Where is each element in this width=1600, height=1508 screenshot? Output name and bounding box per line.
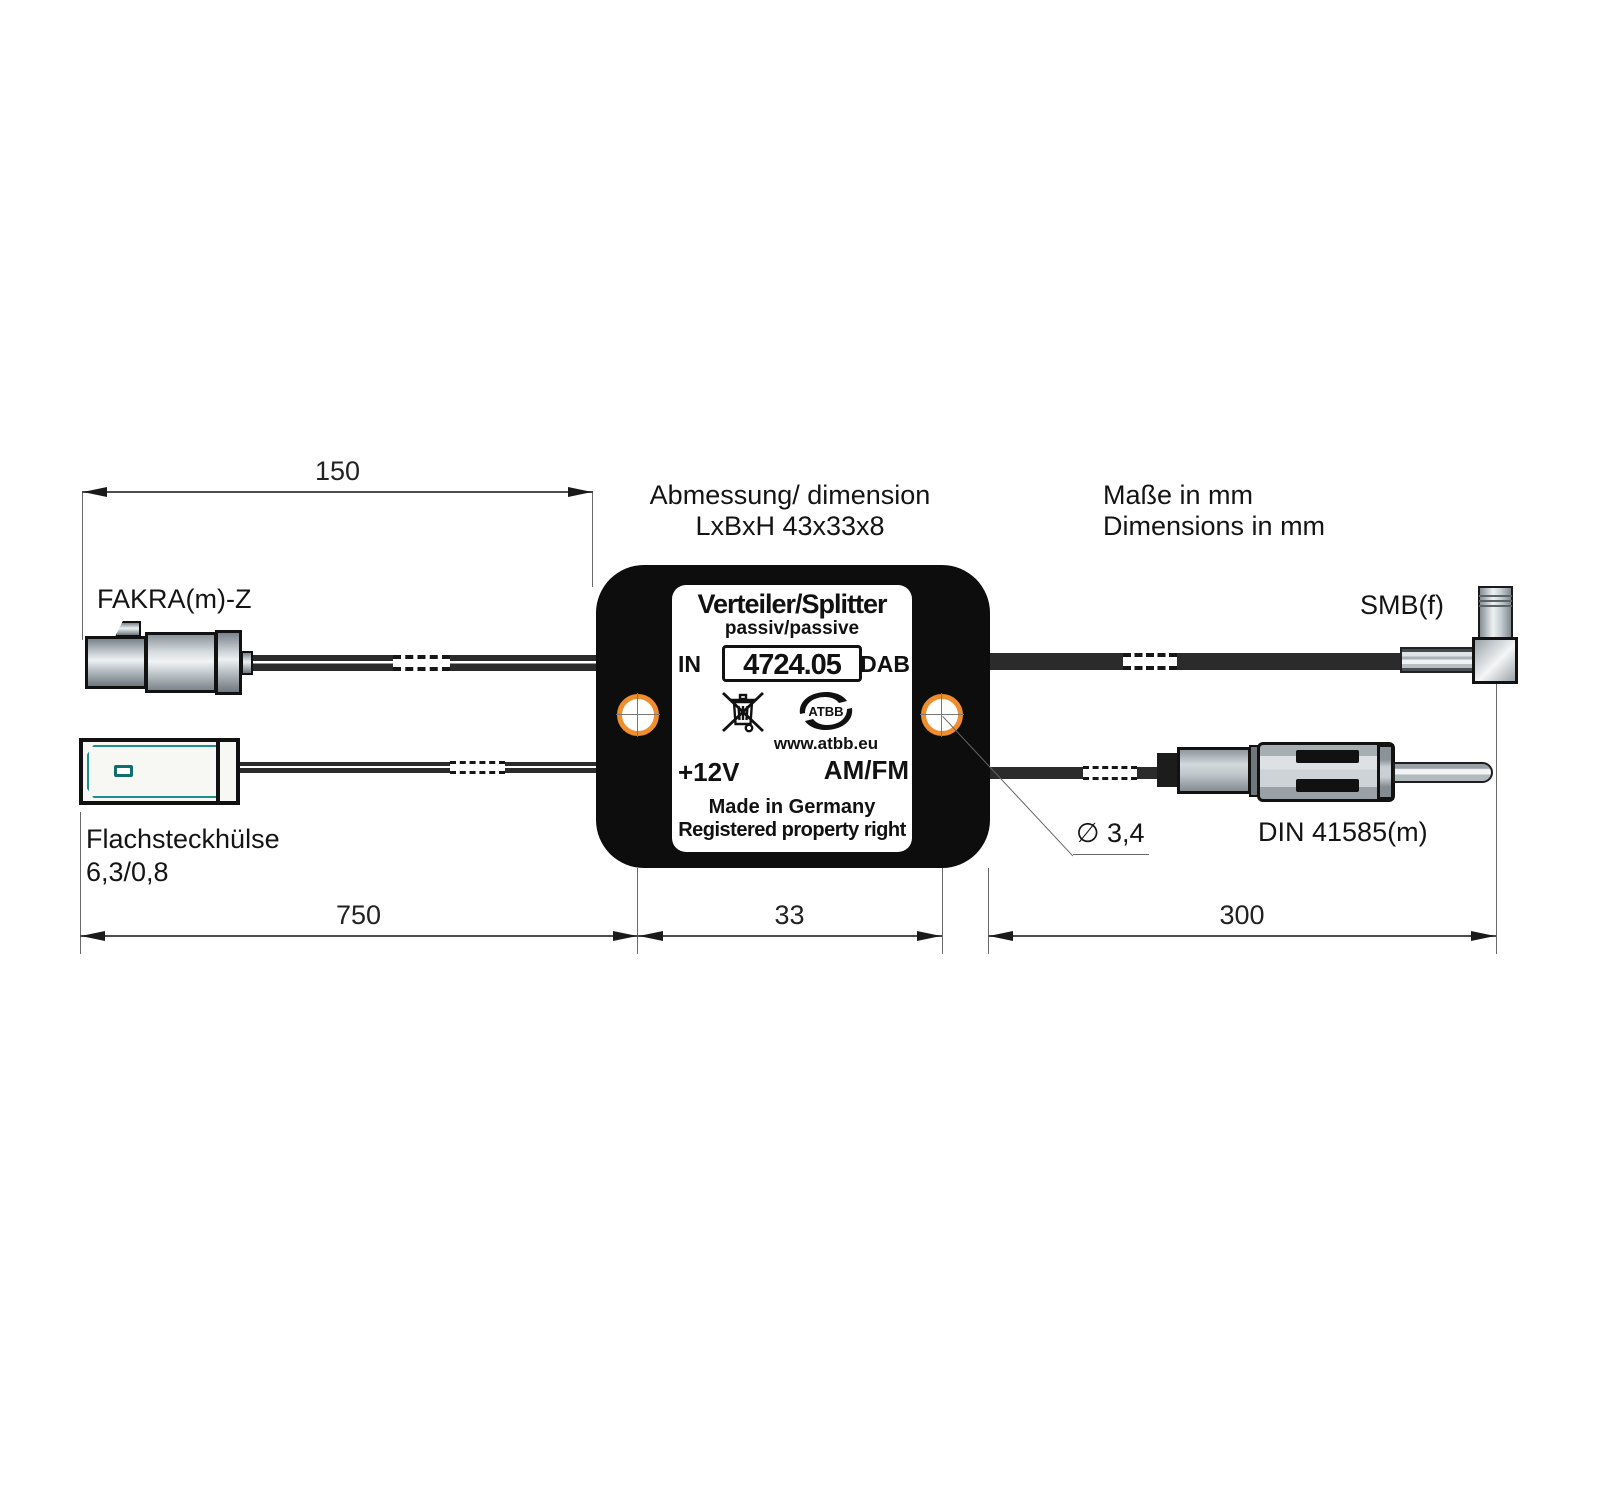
smb-cable-ferrule [1400,647,1475,673]
flat-terminal-divider [216,740,220,803]
smb-barrel-ridges [1479,592,1512,609]
arrowhead-icon [639,931,663,941]
din-slot-upper [1296,750,1359,763]
din-rear-barrel [1177,747,1251,794]
cable [238,762,598,773]
din-shrink-tube [1157,753,1178,787]
model-number-box: 4724.05 [722,645,862,682]
cable [985,653,1402,670]
din-pin [1393,762,1493,783]
splitter-device-label: Verteiler/Splitter passiv/passive IN 472… [672,585,912,852]
extension-line [82,492,83,640]
flat-terminal-body [79,738,240,805]
flat-terminal-slot [114,765,133,777]
hole-diameter-label: ∅ 3,4 [1076,818,1145,848]
cable-break [1123,653,1177,670]
flat-terminal-inner-line [87,745,219,798]
mounting-hole-right [921,694,963,736]
units-note-line1: Maße in mm [1103,480,1254,510]
extension-line [1496,684,1497,954]
port-amfm-label: AM/FM [823,755,909,785]
model-number: 4724.05 [743,649,842,681]
dimension-line-300 [988,935,1496,937]
cable-break [1083,766,1137,780]
extension-line [988,868,989,954]
rights-label: Registered property right [678,819,906,841]
device-title: Verteiler/Splitter [697,589,887,619]
website-label: www.atbb.eu [773,734,879,753]
units-note-line2: Dimensions in mm [1103,511,1326,541]
svg-text:ATBB: ATBB [808,704,843,719]
crosshair-line [637,693,638,737]
dimension-value-300: 300 [1219,900,1265,930]
fakra-latch [115,621,141,637]
smb-connector-body [1472,637,1518,684]
arrowhead-icon [989,931,1013,941]
dimension-line-750 [80,935,637,937]
fakra-flange [215,630,242,695]
dimension-note-line1: Abmessung/ dimension [649,480,931,510]
units-note: Maße in mm Dimensions in mm [1103,480,1325,542]
arrowhead-icon [1471,931,1495,941]
cable-break [450,761,505,774]
flat-connector-label-line2: 6,3/0,8 [86,857,169,887]
dimension-value-33: 33 [774,900,805,930]
leader-underline [1073,854,1149,855]
cable-break [393,655,450,671]
crosshair-line [616,714,660,715]
device-subtitle: passiv/passive [724,618,860,639]
extension-line [637,868,638,954]
dimension-value-750: 750 [335,900,382,930]
dimension-line-33 [637,935,942,937]
dimension-value-150: 150 [314,456,361,486]
port-dab-label: DAB [860,651,910,677]
dimension-note: Abmessung/ dimension LxBxH 43x33x8 [600,480,980,542]
crosshair-line [941,693,942,737]
dimension-note-line2: LxBxH 43x33x8 [695,511,885,541]
made-in-label: Made in Germany [708,796,876,818]
arrowhead-icon [83,487,107,497]
mounting-hole-left [617,694,659,736]
extension-line [592,492,593,587]
fakra-neck [241,651,253,675]
extension-line [942,868,943,954]
dimension-line-150 [82,491,593,493]
fakra-body-main [145,632,217,693]
port-in-label: IN [678,651,701,677]
din-connector-label: DIN 41585(m) [1258,817,1428,847]
smb-connector-label: SMB(f) [1360,590,1444,620]
arrowhead-icon [917,931,941,941]
arrowhead-icon [81,931,105,941]
din-slot-lower [1296,779,1359,792]
fakra-body-rear [85,636,147,689]
atbb-logo: ATBB [799,692,853,730]
weee-bin-icon [722,691,764,733]
fakra-connector-label: FAKRA(m)-Z [97,584,252,614]
crosshair-line [920,714,964,715]
flat-connector-label-line1: Flachsteckhülse [86,824,280,854]
power-label: +12V [678,757,740,787]
arrowhead-icon [568,487,592,497]
arrowhead-icon [613,931,637,941]
din-end-ring [1377,744,1394,800]
extension-line [80,812,81,954]
